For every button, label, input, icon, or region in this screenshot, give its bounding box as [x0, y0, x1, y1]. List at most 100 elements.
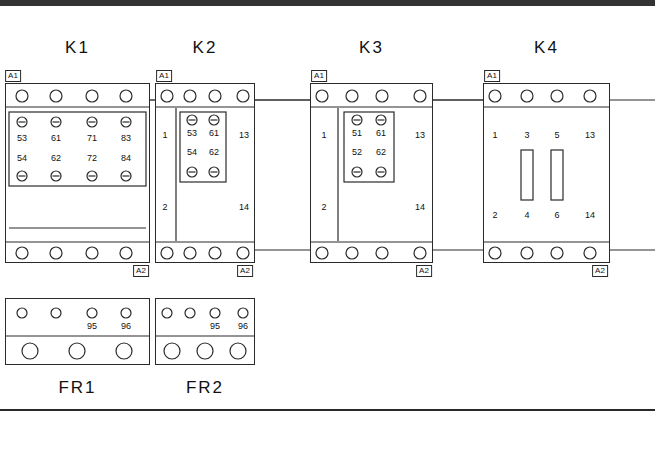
screw-slot [189, 119, 196, 120]
terminal-number: 14 [415, 203, 425, 212]
terminal-hole [414, 247, 426, 259]
screw-slot [53, 175, 60, 176]
terminal-strip-line [5, 241, 150, 242]
screw-slot [211, 119, 218, 120]
terminal-hole [584, 90, 596, 102]
terminal-hole [237, 90, 249, 102]
terminal-number: 53 [17, 134, 27, 143]
terminal-number: 62 [376, 148, 386, 157]
coil-terminal-tag: A2 [133, 265, 149, 277]
screw-slot [19, 121, 26, 122]
terminal-hole [209, 90, 221, 102]
coil-terminal-tag: A2 [237, 265, 253, 277]
terminal-hole [316, 247, 328, 259]
contactor-body: K2 [155, 83, 255, 263]
terminal-number: 3 [524, 131, 529, 140]
device-name: FR2 [156, 379, 254, 396]
device-name: FR1 [6, 379, 149, 396]
coil-terminal-tag: A1 [5, 70, 21, 82]
terminal-number: 95 [210, 322, 220, 331]
screw-slot [89, 175, 96, 176]
terminal-hole [551, 247, 563, 259]
screw-slot [89, 121, 96, 122]
terminal-hole [120, 247, 132, 259]
screw-slot [123, 175, 130, 176]
terminal-number: 2 [162, 203, 167, 212]
terminal-number: 54 [17, 154, 27, 163]
coil-terminal-tag: A2 [416, 265, 432, 277]
auxiliary-block-edge [175, 108, 176, 241]
terminal-number: 95 [87, 322, 97, 331]
screw-slot [354, 119, 361, 120]
contact-slot [521, 150, 533, 200]
terminal-screw [376, 167, 386, 177]
terminal-screw [17, 117, 27, 127]
screw-slot [123, 121, 130, 122]
terminal-screw [121, 171, 131, 181]
power-terminal [230, 343, 246, 359]
terminal-hole [414, 90, 426, 102]
terminal-number: 53 [187, 129, 197, 138]
terminal-hole [184, 90, 196, 102]
terminal-hole [584, 247, 596, 259]
terminal-strip-line [310, 241, 433, 242]
auxiliary-block-edge [9, 227, 146, 228]
power-terminal [22, 343, 38, 359]
relay-divider [155, 335, 255, 336]
contactor-body: K1 [5, 83, 150, 263]
terminal-hole [51, 308, 61, 318]
terminal-hole [184, 247, 196, 259]
terminal-number: 52 [352, 148, 362, 157]
terminal-strip-line [483, 106, 610, 107]
auxiliary-block [9, 112, 146, 186]
coupling-bar [610, 99, 655, 100]
frame-line [0, 409, 655, 411]
terminal-screw [51, 117, 61, 127]
terminal-hole [521, 247, 533, 259]
power-terminal [116, 343, 132, 359]
screw-slot [378, 119, 385, 120]
coupling-bar [433, 99, 483, 100]
terminal-hole [551, 90, 563, 102]
device-name: K3 [311, 39, 432, 56]
coil-terminal-tag: A1 [484, 70, 500, 82]
terminal-hole [237, 247, 249, 259]
overload-relay-body: FR1 [5, 298, 150, 365]
auxiliary-block [344, 112, 394, 182]
terminal-number: 62 [209, 148, 219, 157]
terminal-hole [489, 247, 501, 259]
terminal-hole [316, 90, 328, 102]
terminal-hole [16, 247, 28, 259]
power-terminal [69, 343, 85, 359]
relay-divider [5, 335, 150, 336]
terminal-number: 84 [121, 154, 131, 163]
terminal-number: 83 [121, 134, 131, 143]
coupling-bar [433, 249, 483, 250]
terminal-hole [120, 90, 132, 102]
terminal-number: 1 [321, 131, 326, 140]
terminal-number: 2 [492, 211, 497, 220]
overload-relay-body: FR2 [155, 298, 255, 365]
terminal-number: 1 [162, 131, 167, 140]
terminal-hole [87, 308, 97, 318]
terminal-hole [86, 247, 98, 259]
terminal-hole [121, 308, 131, 318]
terminal-hole [50, 247, 62, 259]
terminal-strip-line [155, 106, 255, 107]
terminal-number: 5 [554, 131, 559, 140]
power-terminal [164, 343, 180, 359]
contactor-body: K3 [310, 83, 433, 263]
terminal-screw [51, 171, 61, 181]
terminal-number: 4 [524, 211, 529, 220]
coupling-bar [255, 99, 310, 100]
terminal-screw [209, 167, 219, 177]
terminal-strip-line [5, 106, 150, 107]
frame-bar [0, 0, 655, 6]
terminal-screw [352, 167, 362, 177]
terminal-hole [346, 90, 358, 102]
terminal-screw [87, 171, 97, 181]
terminal-hole [521, 90, 533, 102]
terminal-hole [17, 308, 27, 318]
